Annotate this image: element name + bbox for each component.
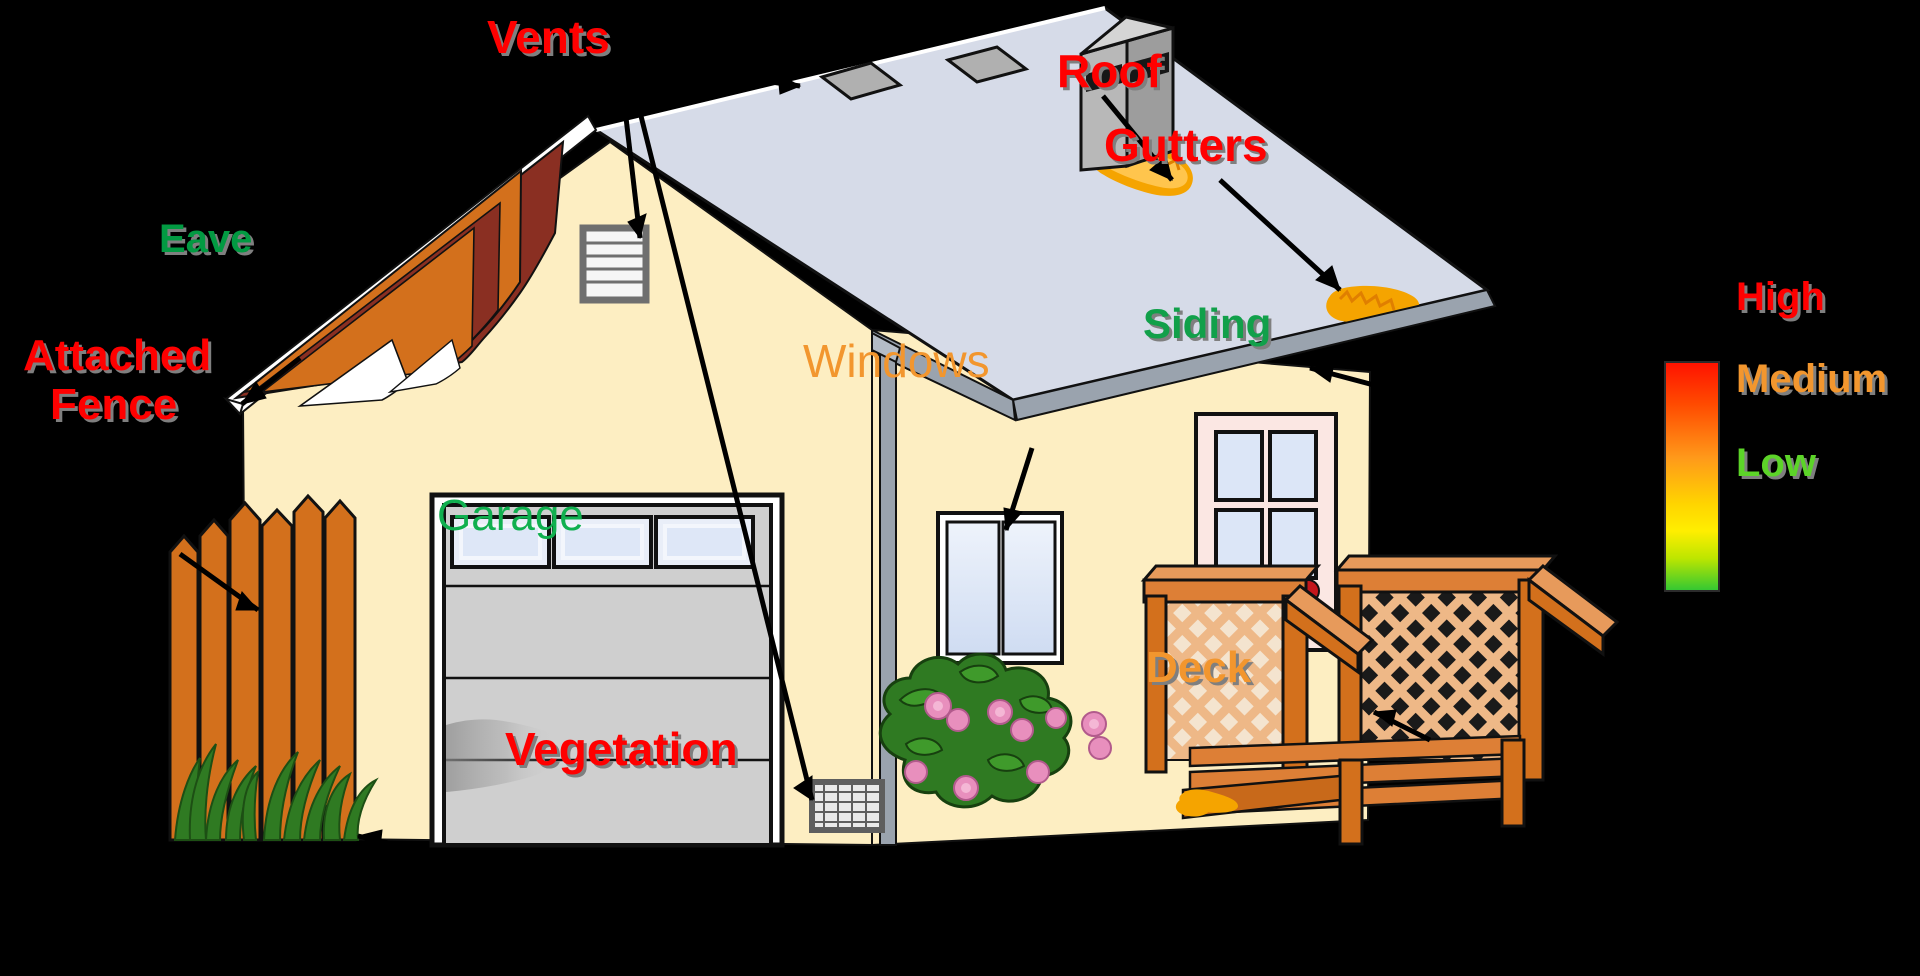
chimney: [1079, 15, 1175, 172]
garage-door[interactable]: [429, 492, 785, 848]
pointer-arrows: [178, 55, 1432, 865]
legend-label-medium: Medium: [1736, 357, 1888, 401]
flowering-shrub: [878, 652, 1211, 817]
label-roof: Roof: [1057, 45, 1162, 97]
foundation-vent: [809, 779, 885, 833]
roof-vent-2: [944, 45, 1030, 84]
legend-label-high: High: [1736, 275, 1825, 319]
label-eave: Eave: [159, 217, 253, 261]
deck-railing: [1140, 554, 1620, 846]
label-attached-fence-line1: Attached: [23, 331, 212, 380]
gutter: [871, 288, 1497, 846]
garage-window-panes: [450, 515, 755, 569]
risk-legend-gradient-bar: [1664, 361, 1720, 592]
label-vents: Vents: [487, 11, 610, 63]
label-gutters: Gutters: [1104, 119, 1268, 171]
label-deck: Deck: [1146, 643, 1252, 692]
window-slider[interactable]: [936, 511, 1064, 665]
label-vegetation: Vegetation: [505, 723, 738, 775]
gable-vent: [579, 224, 650, 304]
eave-trim: [232, 139, 565, 408]
label-windows: Windows: [803, 335, 990, 387]
roof-vent-1: [818, 61, 904, 101]
label-siding: Siding: [1143, 300, 1272, 347]
grass-clump: [173, 743, 379, 841]
picket-fence: [168, 493, 357, 842]
legend-label-low: Low: [1736, 441, 1816, 485]
label-attached-fence-line2: Fence: [50, 380, 178, 429]
label-garage: Garage: [437, 491, 584, 540]
